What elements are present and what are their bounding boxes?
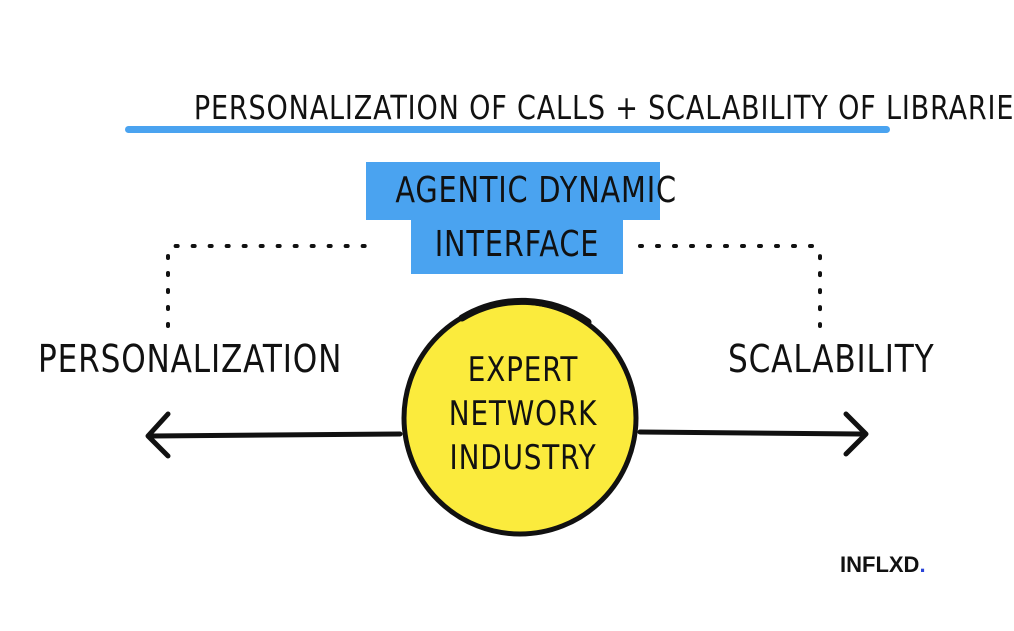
agentic-box-highlight-top bbox=[366, 162, 660, 220]
brand-dot: . bbox=[919, 552, 926, 577]
brand-logo: INFLXD. bbox=[840, 551, 926, 579]
left-axis-line bbox=[149, 431, 403, 439]
agentic-box-line-2: Interface bbox=[434, 224, 600, 265]
headline-underline bbox=[125, 126, 890, 133]
center-label-line-3: Industry bbox=[449, 438, 597, 478]
agentic-dynamic-interface-box: Agentic Dynamic Interface bbox=[366, 162, 676, 274]
right-dotted-connector bbox=[638, 244, 822, 328]
center-label: Expert Network Industry bbox=[426, 348, 620, 480]
headline: Personalization of calls + scalability o… bbox=[193, 88, 1014, 127]
left-arrowhead bbox=[145, 411, 171, 459]
left-dotted-connector bbox=[166, 244, 368, 328]
right-axis-label: Scalability bbox=[728, 337, 935, 381]
agentic-box-highlight-bottom bbox=[411, 220, 623, 274]
left-axis-label: Personalization bbox=[38, 337, 343, 381]
brand-name: INFLXD bbox=[840, 552, 920, 577]
right-axis-line bbox=[637, 429, 863, 437]
center-label-line-1: Expert bbox=[467, 350, 579, 390]
center-circle-sketch-stroke bbox=[458, 297, 592, 326]
center-label-line-2: Network bbox=[448, 394, 598, 434]
agentic-box-line-1: Agentic Dynamic bbox=[395, 170, 677, 211]
right-arrowhead bbox=[843, 411, 869, 457]
